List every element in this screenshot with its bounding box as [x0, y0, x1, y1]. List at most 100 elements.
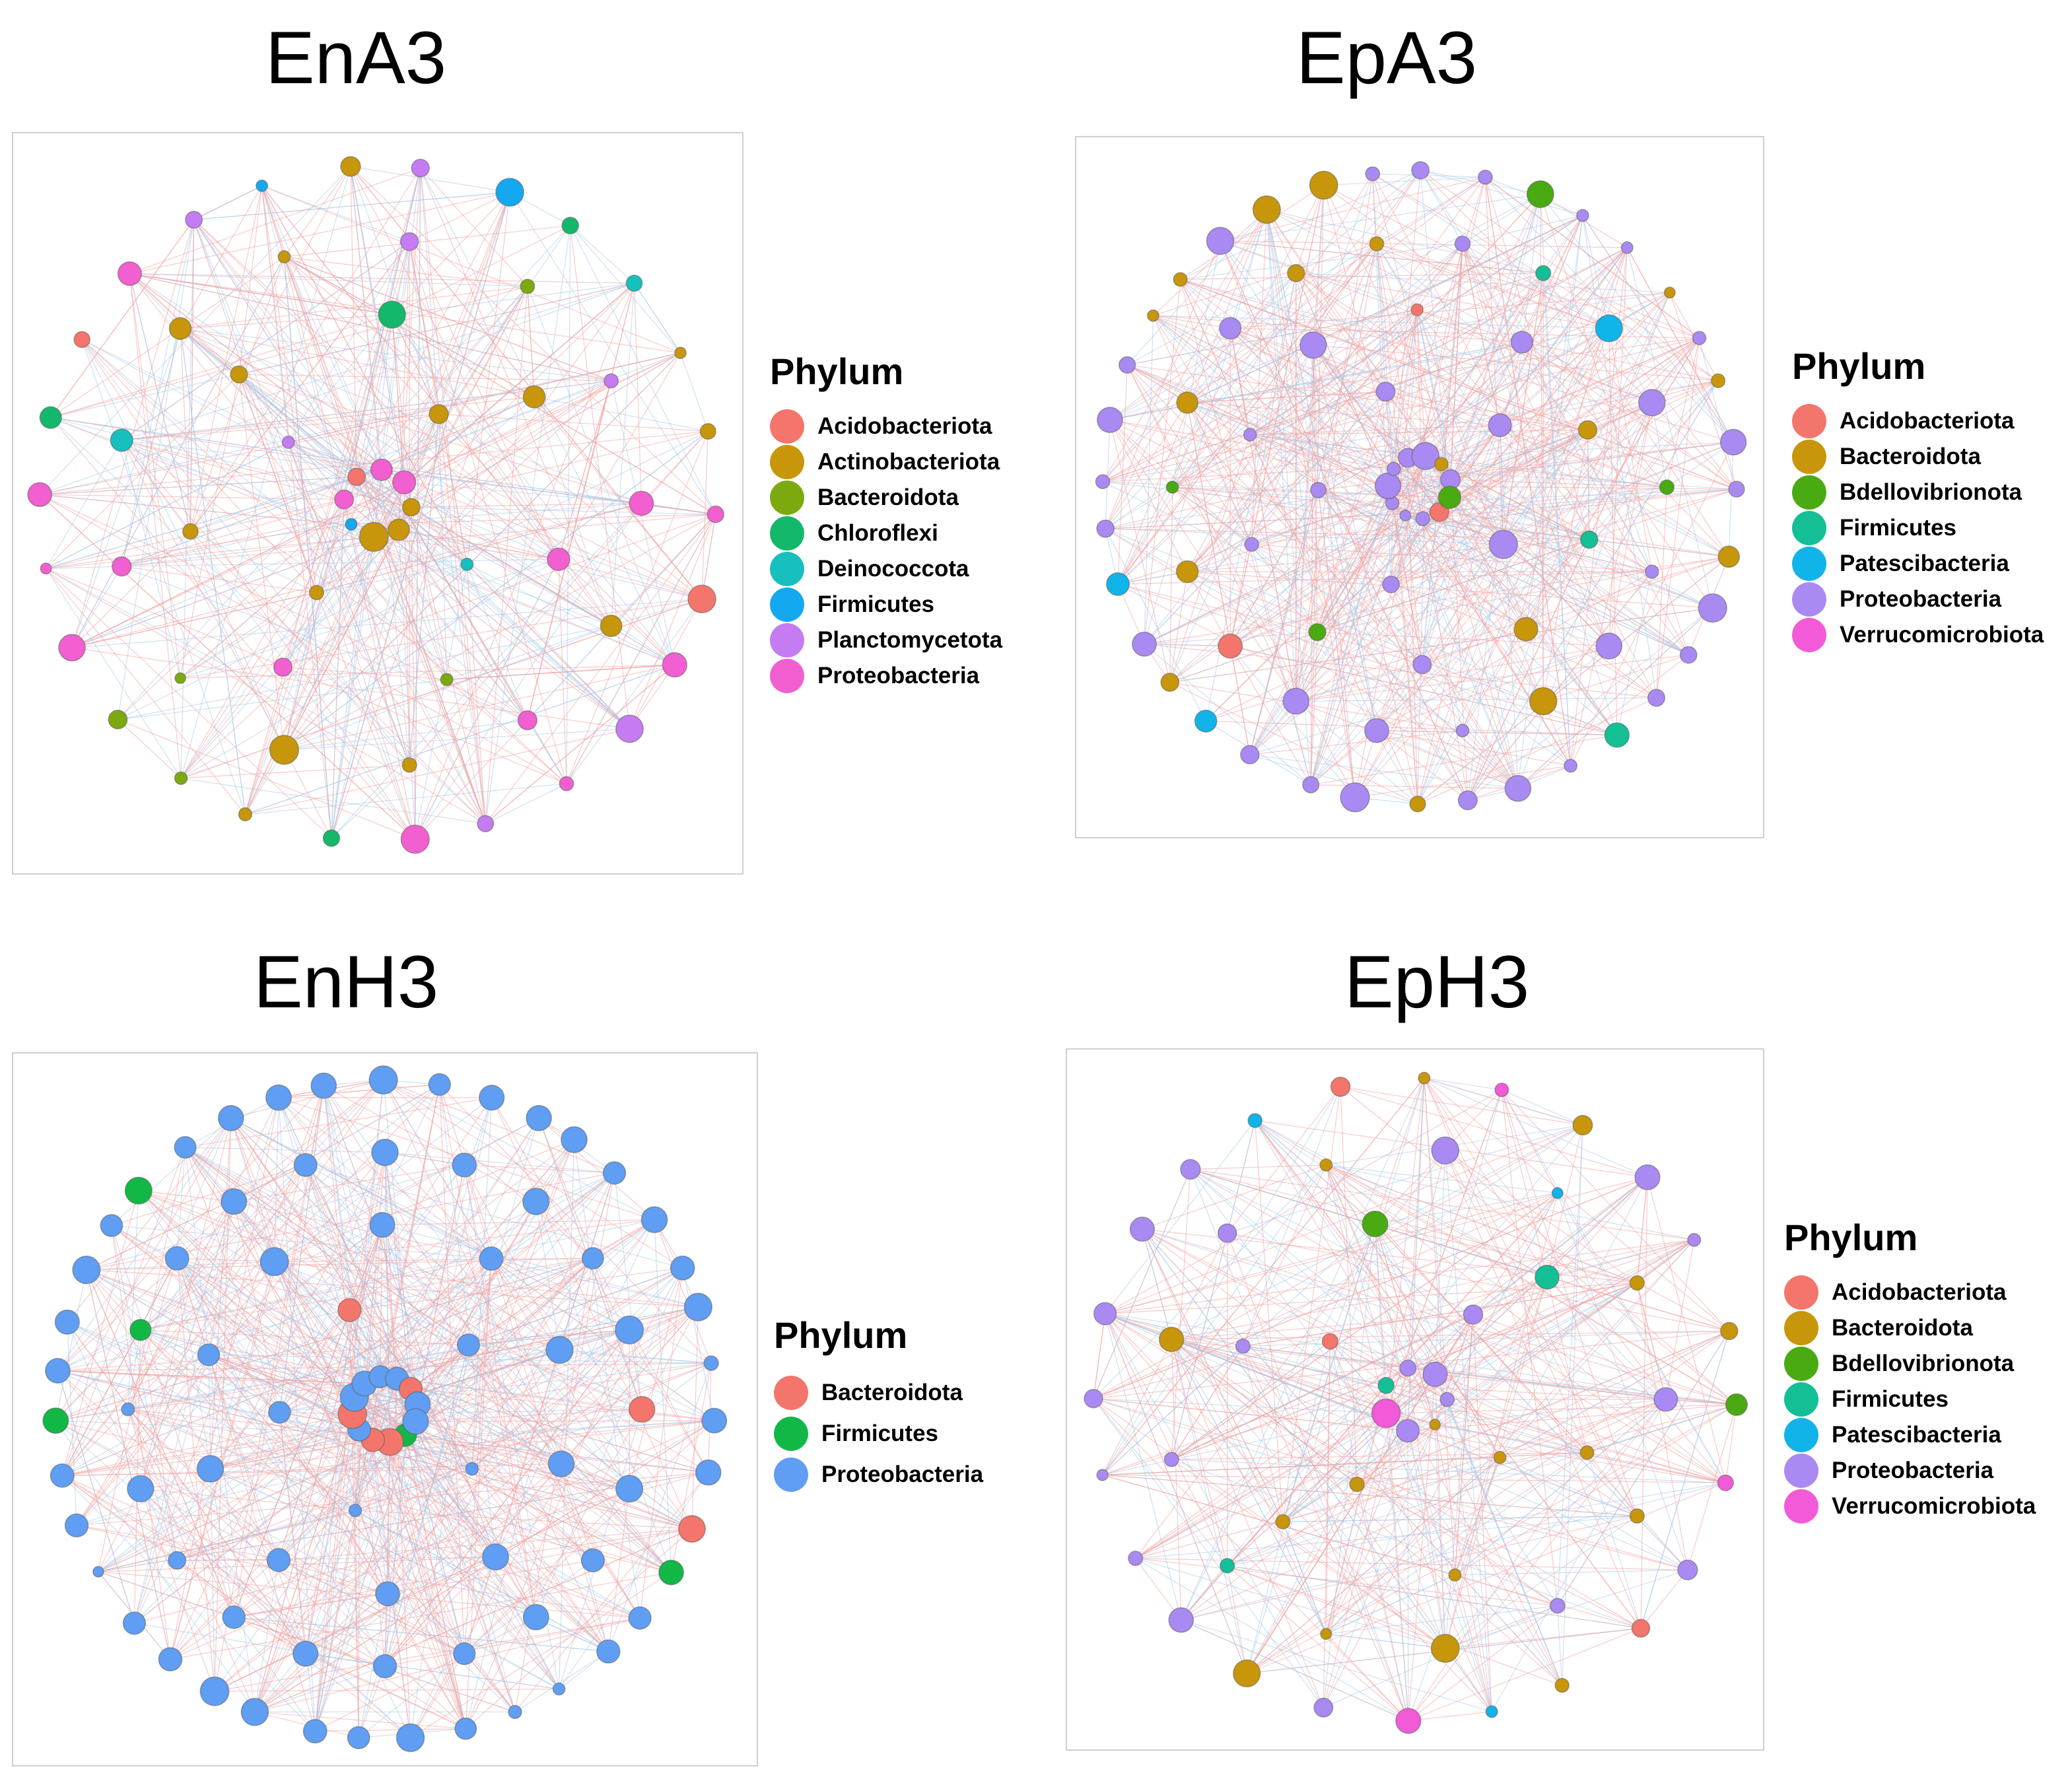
network-node	[1287, 264, 1305, 283]
network-plot-ena3	[12, 132, 743, 875]
network-edge	[274, 1261, 406, 1436]
network-edge	[446, 664, 675, 681]
legend-label: Acidobacteriota	[1840, 408, 2015, 434]
network-edge	[190, 531, 285, 751]
network-node	[1728, 481, 1745, 498]
network-node	[1448, 1568, 1462, 1582]
network-edge	[410, 1388, 594, 1561]
network-edge	[1313, 345, 1418, 805]
network-edge	[1282, 1399, 1667, 1522]
legend-item: Chloroflexi	[770, 516, 1002, 551]
network-edge	[356, 191, 510, 477]
network-edge	[1127, 309, 1418, 366]
network-edge	[527, 514, 716, 721]
network-edge	[98, 1147, 186, 1572]
network-edge	[1391, 337, 1700, 585]
network-edge	[1169, 682, 1418, 805]
network-node	[440, 673, 454, 687]
network-node	[1663, 286, 1676, 299]
network-edge	[121, 558, 559, 567]
network-edge	[129, 273, 405, 483]
network-edge	[464, 1164, 560, 1689]
network-node	[1415, 511, 1431, 527]
network-edge	[180, 328, 289, 443]
network-edge	[1455, 1404, 1737, 1576]
network-node	[1168, 1607, 1194, 1633]
network-edge	[1172, 487, 1657, 698]
network-edge	[356, 476, 630, 729]
network-edge	[364, 1383, 714, 1421]
network-edge	[1317, 489, 1392, 585]
network-edge	[208, 1201, 234, 1355]
network-edge	[180, 219, 195, 778]
network-edge	[46, 442, 289, 569]
network-node	[348, 1503, 363, 1518]
network-edge	[1249, 490, 1319, 755]
legend-label: Proteobacteria	[1832, 1458, 1994, 1483]
network-edge	[409, 191, 510, 242]
network-node	[477, 815, 495, 832]
network-edge	[1181, 1125, 1583, 1621]
network-edge	[409, 431, 708, 766]
network-edge	[121, 352, 681, 567]
network-edge	[314, 1084, 440, 1731]
network-node	[1233, 1659, 1261, 1688]
network-node	[1412, 655, 1432, 675]
network-edge	[1206, 720, 1617, 736]
network-edge	[288, 352, 681, 443]
network-edge	[1093, 1398, 1446, 1649]
network-edge	[129, 273, 191, 532]
network-edge	[238, 374, 318, 593]
network-edge	[1445, 1150, 1638, 1516]
network-edge	[1517, 654, 1689, 789]
network-edge	[1420, 170, 1451, 498]
network-node	[429, 404, 449, 424]
network-edge	[86, 1269, 171, 1660]
network-edge	[1385, 1089, 1502, 1414]
network-edge	[1144, 209, 1267, 644]
network-edge	[383, 1079, 594, 1259]
network-node	[347, 1726, 370, 1749]
network-edge	[1135, 1558, 1182, 1621]
network-edge	[140, 1152, 386, 1331]
network-edge	[71, 256, 285, 648]
network-edge	[39, 283, 635, 495]
network-edge	[398, 529, 630, 729]
network-edge	[305, 1164, 630, 1489]
network-edge	[1462, 193, 1541, 244]
network-edge	[1405, 515, 1652, 572]
network-edge	[1190, 1169, 1563, 1686]
network-edge	[1467, 380, 1719, 801]
network-node	[452, 1152, 477, 1178]
network-edge	[382, 1225, 406, 1436]
network-node	[345, 518, 358, 531]
network-edge	[1407, 1368, 1558, 1606]
network-edge	[127, 1084, 440, 1410]
network-edge	[1636, 1239, 1695, 1283]
network-edge	[121, 440, 416, 840]
network-edge	[1117, 273, 1297, 585]
network-edge	[254, 1420, 715, 1712]
network-edge	[1385, 1413, 1409, 1721]
network-edge	[176, 1258, 215, 1692]
network-edge	[1249, 754, 1518, 789]
network-node	[615, 1315, 644, 1345]
legend-item: Bacteroidota	[774, 1372, 983, 1413]
network-edge	[1325, 1164, 1387, 1414]
network-edge	[1093, 1164, 1327, 1399]
network-node	[526, 1104, 552, 1131]
network-edge	[384, 1306, 699, 1667]
network-edge	[1557, 1331, 1730, 1606]
network-edge	[1282, 1522, 1327, 1634]
network-node	[1308, 622, 1327, 642]
network-edge	[1142, 1164, 1327, 1230]
network-node	[182, 523, 199, 540]
network-edge	[1251, 496, 1450, 545]
network-edge	[1317, 391, 1386, 632]
network-edge	[607, 1362, 712, 1652]
network-edge	[1326, 1164, 1694, 1240]
network-node	[1564, 758, 1578, 773]
legend-item: Planctomycetota	[770, 622, 1002, 658]
